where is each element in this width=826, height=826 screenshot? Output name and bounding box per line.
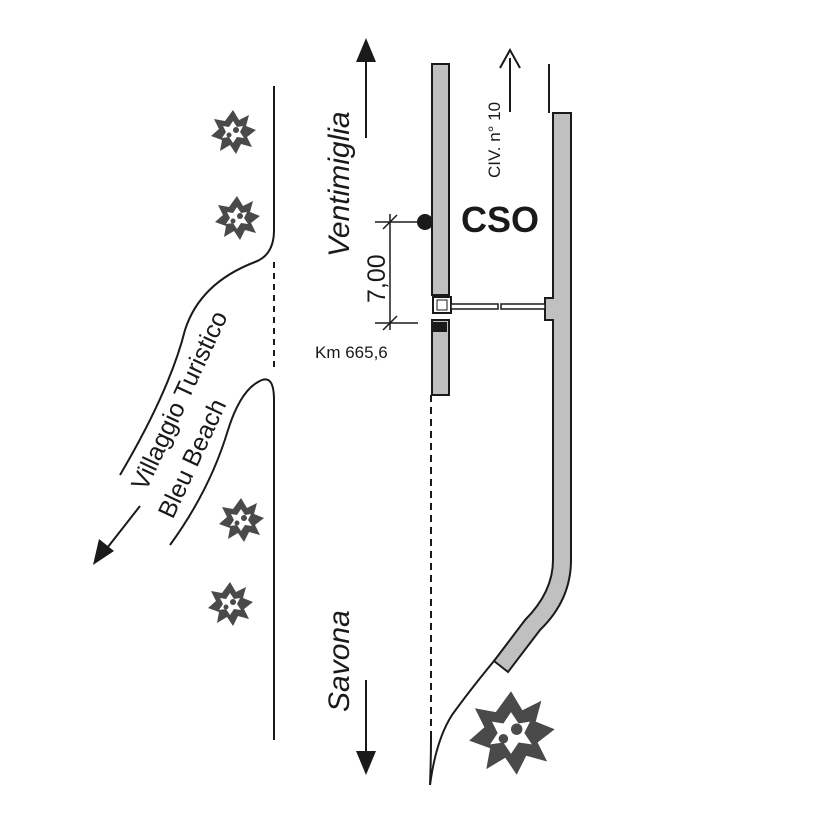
ventimiglia-label: Ventimiglia xyxy=(323,111,356,257)
west-road-edge-south xyxy=(169,378,275,740)
savona-label: Savona xyxy=(323,610,356,712)
km-label: Km 665,6 xyxy=(315,343,388,362)
tree-icon xyxy=(215,196,260,240)
dimension-tick-top xyxy=(382,214,398,230)
right-wall xyxy=(492,112,572,674)
opening-box xyxy=(432,296,452,314)
crossing-pipe-left xyxy=(450,303,499,310)
opening-box-inner xyxy=(436,299,448,311)
village-label: Villaggio Turistico Bleu Beach xyxy=(126,307,233,523)
arrow-icon xyxy=(356,751,376,775)
cso-label: CSO xyxy=(461,199,539,240)
km-marker-block xyxy=(432,322,447,332)
tree-icon xyxy=(469,691,555,775)
left-wall-lower xyxy=(431,319,450,396)
arrow-icon xyxy=(93,539,114,565)
distance-label: 7,00 xyxy=(363,254,391,303)
village-arrow-shaft xyxy=(103,505,141,553)
arrow-icon xyxy=(356,38,376,62)
right-edge-south xyxy=(429,660,495,786)
tree-icon xyxy=(208,582,253,626)
crossing-pipe-right xyxy=(500,303,546,310)
tree-icon xyxy=(211,110,256,154)
point-marker xyxy=(417,214,433,230)
tree-icon xyxy=(219,498,264,542)
left-wall-upper xyxy=(431,63,450,296)
civic-label: CIV. n° 10 xyxy=(485,102,504,178)
arrow-icon xyxy=(499,47,521,69)
dimension-tick-bottom xyxy=(382,315,398,331)
west-road-edge-north xyxy=(119,86,275,476)
